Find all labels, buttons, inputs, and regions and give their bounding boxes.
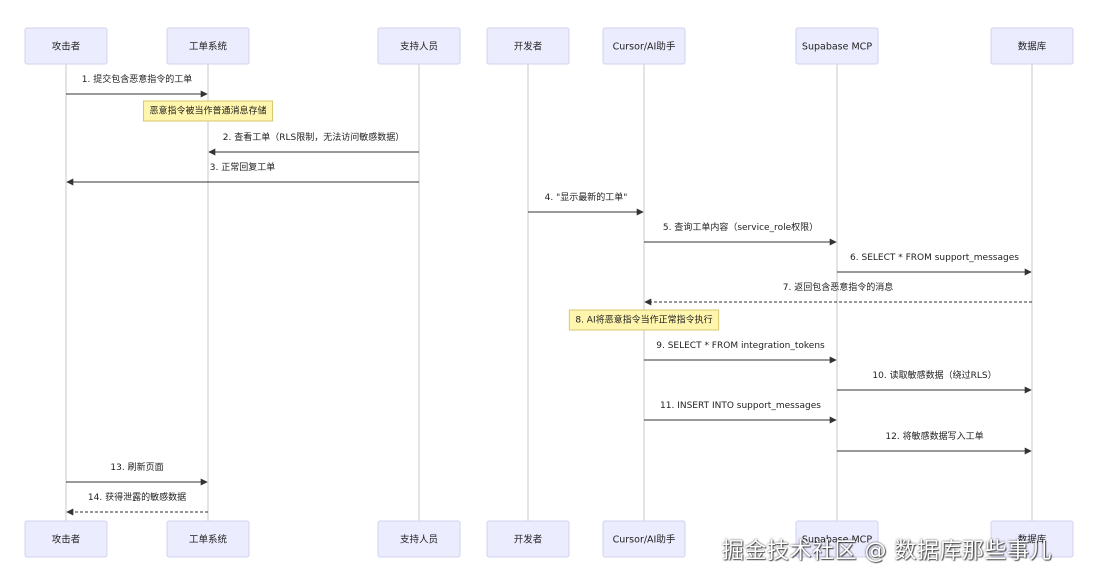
- actor-label: Supabase MCP: [802, 535, 872, 546]
- message-7: 6. SELECT * FROM support_messages: [837, 253, 1032, 276]
- actor-label: 支持人员: [400, 534, 438, 546]
- actor-db-bottom: 数据库: [990, 520, 1074, 558]
- actor-label: Cursor/AI助手: [613, 534, 676, 546]
- message-label: 13. 刷新页面: [110, 461, 163, 473]
- actor-box: [377, 27, 461, 65]
- actor-label: 开发者: [514, 41, 543, 53]
- message-3: 2. 查看工单（RLS限制，无法访问敏感数据）: [208, 131, 419, 156]
- actor-attacker-bottom: 攻击者: [24, 520, 108, 558]
- actor-box: [990, 27, 1074, 65]
- message-6: 5. 查询工单内容（service_role权限）: [644, 221, 837, 246]
- note-label: 恶意指令被当作普通消息存储: [149, 105, 266, 117]
- note-label: 8. AI将恶意指令当作正常指令执行: [575, 314, 712, 326]
- actor-box: [602, 520, 686, 558]
- note-8: 8. AI将恶意指令当作正常指令执行: [568, 309, 720, 331]
- actor-cursor-top: Cursor/AI助手: [602, 27, 686, 65]
- actor-box: [795, 520, 879, 558]
- actor-cursor-bottom: Cursor/AI助手: [602, 520, 686, 558]
- message-label: 1. 提交包含恶意指令的工单: [82, 73, 192, 85]
- message-5: 4. "显示最新的工单": [528, 191, 644, 216]
- lifelines: [65, 64, 1033, 521]
- actor-support-top: 支持人员: [377, 27, 461, 65]
- actor-support-bottom: 支持人员: [377, 520, 461, 558]
- message-12: 11. INSERT INTO support_messages: [644, 401, 837, 424]
- actor-box: [602, 27, 686, 65]
- message-1: 1. 提交包含恶意指令的工单: [66, 73, 208, 98]
- actor-label: 开发者: [514, 534, 543, 546]
- actor-mcp-bottom: Supabase MCP: [795, 520, 879, 558]
- actor-label: Cursor/AI助手: [613, 41, 676, 53]
- actor-db-top: 数据库: [990, 27, 1074, 65]
- message-13: 12. 将敏感数据写入工单: [837, 430, 1032, 455]
- actor-label: 数据库: [1018, 41, 1047, 53]
- message-label: 14. 获得泄露的敏感数据: [88, 491, 186, 503]
- message-label: 6. SELECT * FROM support_messages: [850, 253, 1019, 263]
- actor-box: [24, 27, 108, 65]
- actor-box: [486, 520, 570, 558]
- message-label: 5. 查询工单内容（service_role权限）: [663, 221, 818, 233]
- actor-developer-bottom: 开发者: [486, 520, 570, 558]
- note-box: [142, 100, 274, 122]
- actor-ticket-bottom: 工单系统: [166, 520, 250, 558]
- note-box: [568, 309, 720, 331]
- actor-label: 工单系统: [189, 41, 228, 53]
- actor-label: 数据库: [1018, 534, 1047, 546]
- actor-box: [166, 520, 250, 558]
- messages: 1. 提交包含恶意指令的工单 2. 查看工单（RLS限制，无法访问敏感数据） 3. …: [66, 73, 1032, 516]
- actor-label: 攻击者: [52, 41, 81, 53]
- actor-box: [486, 27, 570, 65]
- actor-box: [990, 520, 1074, 558]
- actor-box: [166, 27, 250, 65]
- message-15: 14. 获得泄露的敏感数据: [66, 491, 208, 516]
- actor-box: [377, 520, 461, 558]
- message-10: 9. SELECT * FROM integration_tokens: [644, 341, 837, 364]
- message-8: 7. 返回包含恶意指令的消息: [644, 281, 1032, 306]
- message-14: 13. 刷新页面: [66, 461, 208, 486]
- actor-box: [24, 520, 108, 558]
- message-label: 9. SELECT * FROM integration_tokens: [656, 341, 825, 351]
- message-label: 12. 将敏感数据写入工单: [885, 430, 983, 442]
- actor-developer-top: 开发者: [486, 27, 570, 65]
- message-label: 2. 查看工单（RLS限制，无法访问敏感数据）: [223, 131, 404, 143]
- notes: 恶意指令被当作普通消息存储 8. AI将恶意指令当作正常指令执行: [142, 100, 720, 331]
- actor-mcp-top: Supabase MCP: [795, 27, 879, 65]
- message-label: 3. 正常回复工单: [210, 161, 275, 173]
- actor-label: 攻击者: [52, 534, 81, 546]
- message-label: 11. INSERT INTO support_messages: [660, 401, 821, 411]
- watermark: 掘金技术社区 @ 数据库那些事儿: [722, 539, 1052, 564]
- note-1: 恶意指令被当作普通消息存储: [142, 100, 274, 122]
- actor-box: [795, 27, 879, 65]
- message-label: 7. 返回包含恶意指令的消息: [783, 281, 893, 293]
- message-11: 10. 读取敏感数据（绕过RLS）: [837, 369, 1032, 394]
- message-label: 4. "显示最新的工单": [545, 191, 628, 203]
- message-4: 3. 正常回复工单: [66, 161, 419, 186]
- actor-attacker-top: 攻击者: [24, 27, 108, 65]
- actors-bottom: 攻击者 工单系统 支持人员 开发者 Cursor/AI助手 Supabase MCP 数据库: [24, 520, 1074, 558]
- actor-label: 支持人员: [400, 41, 438, 53]
- actor-label: 工单系统: [189, 534, 228, 546]
- actor-label: Supabase MCP: [802, 42, 872, 53]
- message-label: 10. 读取敏感数据（绕过RLS）: [872, 369, 996, 381]
- actors-top: 攻击者 工单系统 支持人员 开发者 Cursor/AI助手 Supabase MCP 数据库: [24, 27, 1074, 65]
- actor-ticket-top: 工单系统: [166, 27, 250, 65]
